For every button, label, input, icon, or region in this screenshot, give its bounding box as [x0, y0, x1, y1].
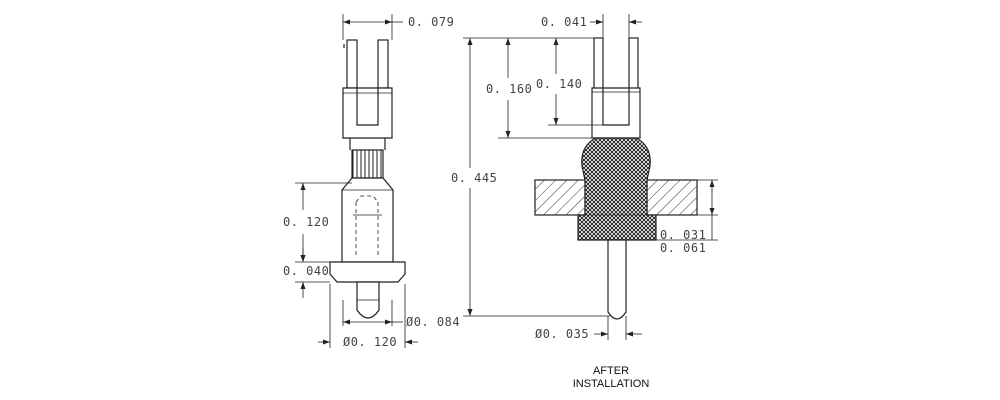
- dim-fork-length-inner: 0. 140: [536, 77, 582, 91]
- swaged-body: [577, 137, 657, 241]
- left-flange: [329, 261, 406, 283]
- pcb-right-section: [646, 179, 698, 216]
- dim-slot-width: 0. 041: [541, 15, 587, 29]
- left-body: [341, 177, 394, 263]
- dim-overall-length: 0. 445: [451, 171, 497, 185]
- caption-line-1: AFTER: [593, 365, 629, 377]
- dim-flange-dia: Ø0. 120: [343, 335, 397, 349]
- left-view: 0. 079 0. 120 0. 040 Ø0. 084 Ø0. 120: [283, 14, 460, 349]
- dim-length-upper: 0. 120: [283, 215, 329, 229]
- dim-flange-height: 0. 040: [283, 264, 329, 278]
- dim-tip-dia: Ø0. 084: [406, 315, 460, 329]
- dim-board-max: 0. 061: [660, 241, 706, 255]
- dim-board-min: 0. 031: [660, 228, 706, 242]
- right-pin: [607, 239, 627, 320]
- dim-top-width: 0. 079: [408, 15, 454, 29]
- dim-fork-length-outer: 0. 160: [486, 82, 532, 96]
- right-view: 0. 041 0. 160 0. 140 0. 445 0. 031 0. 06…: [451, 14, 718, 390]
- pcb-left-section: [534, 179, 586, 216]
- left-knurl: [351, 149, 384, 179]
- caption-line-2: INSTALLATION: [573, 378, 650, 390]
- right-fork: [591, 37, 641, 139]
- dim-pin-dia: Ø0. 035: [535, 327, 589, 341]
- left-fork: [342, 39, 393, 150]
